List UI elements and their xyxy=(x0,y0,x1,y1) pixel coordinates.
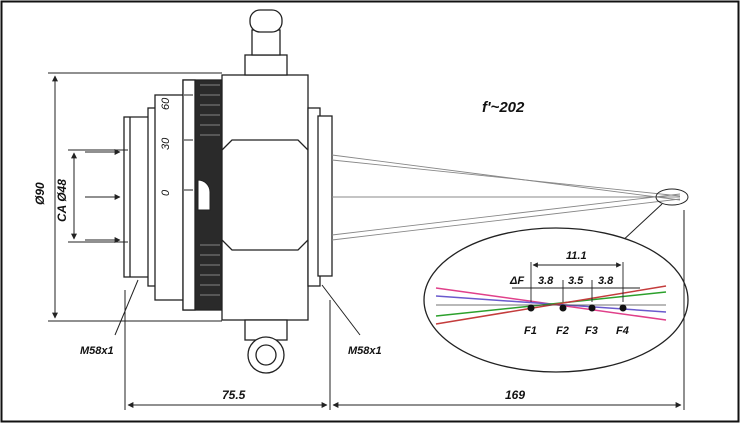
length-right-label: 169 xyxy=(505,388,525,402)
inset-spacing-3: 3.8 xyxy=(598,275,614,287)
focus-ellipse xyxy=(655,188,689,206)
focus-label-f3: F3 xyxy=(585,325,598,337)
scale-tick-30: 30 xyxy=(160,137,172,150)
clear-aperture-label: CA Ø48 xyxy=(55,179,69,222)
thread-label-left: M58x1 xyxy=(80,345,114,357)
dimension-left xyxy=(48,72,222,322)
focus-scale: 60 30 0 xyxy=(160,94,211,211)
knurl-texture xyxy=(200,84,220,296)
ray-lines xyxy=(331,154,681,241)
inset-spacing-1: 3.8 xyxy=(538,275,554,287)
focus-label-f1: F1 xyxy=(524,325,537,337)
focus-label-f4: F4 xyxy=(616,325,629,337)
lens-body xyxy=(123,9,333,374)
inset-zoom: 11.1 ΔF 3.8 3.5 3.8 F1 F2 F3 F4 xyxy=(423,227,689,373)
focus-label-f2: F2 xyxy=(556,325,569,337)
dimension-bottom xyxy=(124,210,685,410)
length-left-label: 75.5 xyxy=(222,388,246,402)
zoom-leader xyxy=(619,203,663,244)
thread-label-right: M58x1 xyxy=(348,345,382,357)
inset-total-span: 11.1 xyxy=(566,250,587,262)
outer-diameter-label: Ø90 xyxy=(33,182,47,205)
inset-spacing-2: 3.5 xyxy=(568,275,584,287)
scale-tick-0: 0 xyxy=(160,189,172,196)
inset-delta-label: ΔF xyxy=(509,275,524,287)
scale-tick-60: 60 xyxy=(160,97,172,110)
focal-length-label: f'~202 xyxy=(482,99,525,116)
